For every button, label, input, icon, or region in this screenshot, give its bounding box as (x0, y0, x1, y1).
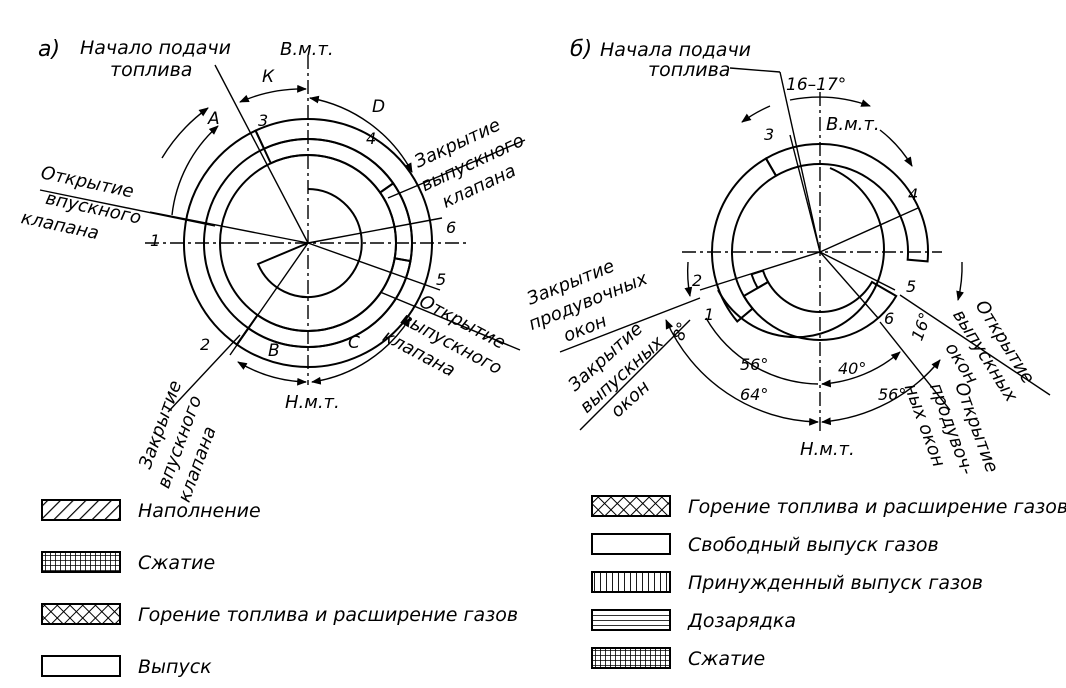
a-leader-intake-close (167, 334, 241, 413)
legend-left-swatch-2 (41, 603, 121, 625)
a-leader-intake-open (39, 189, 216, 227)
legend-right-label-2: Принужденный выпуск газов (688, 572, 983, 594)
b-point-4: 4 (908, 185, 918, 204)
b-point-2: 2 (692, 271, 702, 290)
a-arc-a-big (161, 107, 209, 159)
b-point-6: 6 (884, 309, 894, 328)
a-arc-a-label: А (207, 109, 220, 129)
b-angle-56-right: 56° (878, 385, 906, 404)
a-exhaust-open: Открытие выпускного клапана (379, 291, 509, 382)
legend-right-label-4: Сжатие (688, 648, 765, 670)
legend-right-swatch-0 (591, 495, 671, 517)
b-fuel-start-2: топлива (648, 59, 730, 81)
a-point-2: 2 (200, 335, 210, 354)
b-arc-56r (821, 359, 941, 426)
legend-right-label-0: Горение топлива и расширение газов (688, 496, 1066, 518)
legend-left-swatch-3 (41, 655, 121, 677)
b-leader-fuel (729, 67, 781, 73)
a-point-6: 6 (446, 218, 456, 237)
legend-right-swatch-2 (591, 571, 671, 593)
a-band-compression (183, 129, 266, 346)
diagram-b: б) Начала подачи топлива 16–17° В.м.т. Н… (524, 37, 1051, 478)
a-exhaust-close: Закрытие выпускного клапана (411, 114, 527, 212)
b-bdc: Н.м.т. (800, 439, 855, 460)
a-leader-exhaust-close (387, 139, 526, 199)
b-arc-right (879, 129, 913, 167)
diagram-a: а) Начало подачи топлива В.м.т. Н.м.т. К… (19, 37, 527, 505)
a-leader-exhaust-open (379, 291, 521, 351)
b-arc-top (789, 96, 871, 107)
a-arc-c (311, 317, 411, 385)
a-line-1 (149, 211, 309, 244)
b-point-5: 5 (906, 277, 916, 296)
legend-right-swatch-3 (591, 609, 671, 631)
b-band-compression (711, 157, 778, 323)
a-point-3: 3 (258, 111, 268, 130)
legend-left-swatch-1 (41, 551, 121, 573)
a-arc-b-label: В (268, 341, 280, 361)
b-line-4 (819, 207, 919, 253)
b-arc-right-small (956, 261, 964, 301)
a-point-1: 1 (150, 231, 160, 250)
b-arc-64 (665, 319, 819, 426)
a-arc-d-label: D (372, 97, 385, 117)
b-line-3 (789, 134, 821, 253)
b-leader-exh-open (899, 294, 1051, 396)
legend-left-swatch-0 (41, 499, 121, 521)
a-intake-open: Открытие впускного клапана (19, 162, 143, 244)
a-fuel-start-2: топлива (110, 59, 192, 81)
b-point-1: 1 (704, 305, 714, 324)
b-leader-scav-close (559, 297, 701, 353)
b-scav-open: Открытие продувоч- ных окон (900, 380, 1003, 478)
b-tdc: В.м.т. (826, 114, 880, 135)
b-arc-top-left (741, 105, 771, 123)
legend-right-swatch-1 (591, 533, 671, 555)
b-line-6 (819, 251, 879, 319)
a-point-5: 5 (436, 270, 446, 289)
a-intake-close: Закрытие впускного клапана (135, 378, 221, 505)
a-point-4: 4 (366, 129, 376, 148)
legend-right-label-1: Свободный выпуск газов (688, 534, 939, 556)
legend-right-swatch-4 (591, 647, 671, 669)
b-angle-40: 40° (838, 359, 866, 378)
a-line-6 (307, 217, 443, 244)
b-point-3: 3 (764, 125, 774, 144)
legend-left-label-0: Наполнение (138, 500, 261, 522)
b-angle-8: 8° (669, 319, 693, 343)
a-arc-d (309, 95, 413, 173)
legend-right: Горение топлива и расширение газовСвобод… (591, 495, 1066, 670)
b-arc-left-small (684, 261, 693, 297)
legend-left-label-2: Горение топлива и расширение газов (138, 604, 518, 626)
legend-right-label-3: Дозарядка (687, 610, 796, 632)
a-tdc: В.м.т. (280, 39, 334, 60)
a-arc-c-label: С (348, 333, 360, 353)
a-label: а) (38, 37, 60, 62)
a-line-5 (307, 242, 441, 291)
b-line-5 (819, 251, 896, 291)
a-inner-spiral (256, 188, 363, 298)
a-arc-k-label: К (262, 67, 275, 87)
b-angle-56-left: 56° (740, 355, 768, 374)
a-fuel-start-1: Начало подачи (80, 37, 231, 59)
a-arc-b (237, 361, 307, 386)
a-line-2 (229, 242, 309, 356)
b-fuel-start-1: Начала подачи (600, 39, 751, 61)
legend-left-label-1: Сжатие (138, 552, 215, 574)
a-line-fuel (214, 64, 309, 244)
b-band-combustion (764, 143, 929, 263)
a-arc-a (171, 125, 219, 216)
b-line-2 (699, 251, 821, 291)
b-line-fuel (779, 71, 821, 253)
b-arc-56 (705, 317, 819, 385)
b-label: б) (570, 37, 592, 62)
b-angle-64: 64° (740, 385, 768, 404)
b-angle-top: 16–17° (786, 75, 846, 95)
legend-left-label-3: Выпуск (138, 656, 212, 678)
a-arc-k (239, 84, 307, 103)
a-bdc: Н.м.т. (285, 392, 340, 413)
